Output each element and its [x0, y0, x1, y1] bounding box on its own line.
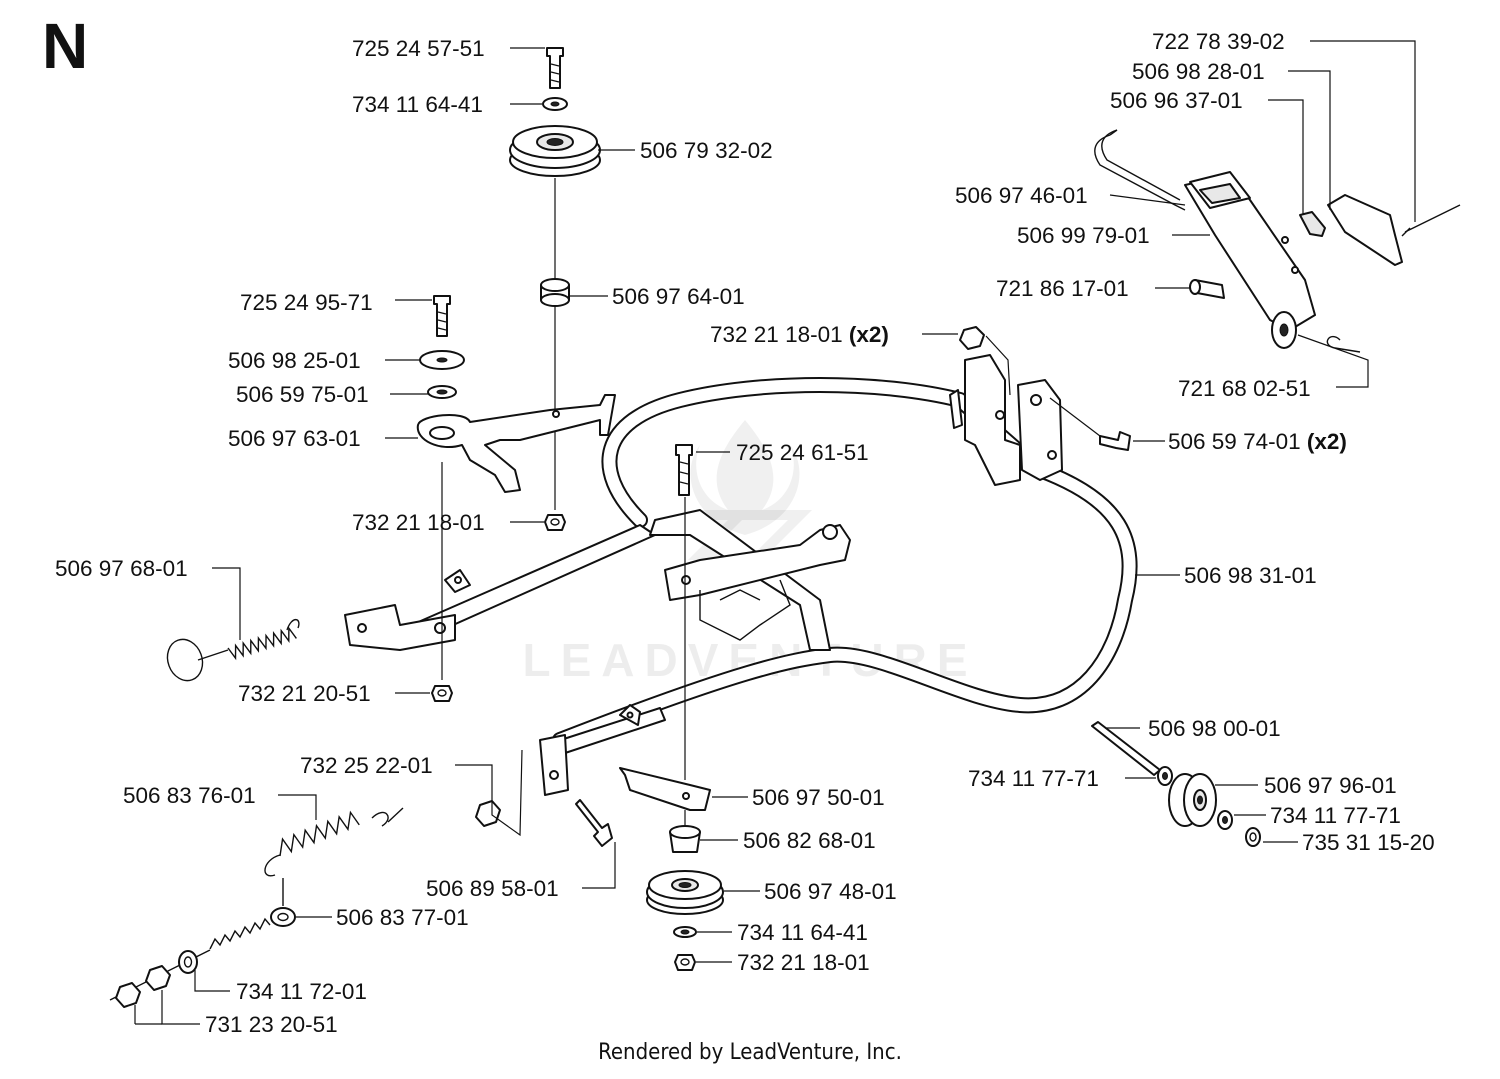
label-part-p2: 734 11 64-41: [352, 92, 483, 117]
label-part-p30: 506 97 46-01: [955, 183, 1088, 208]
footer-credit: Rendered by LeadVenture, Inc.: [598, 1040, 902, 1065]
label-part-p14: 506 83 77-01: [336, 905, 469, 930]
bolt-506-89-58-01: [575, 799, 613, 847]
label-part-p38: 735 31 15-20: [1302, 830, 1435, 855]
label-part-p8: 506 97 63-01: [228, 426, 361, 451]
label-part-p36: 506 97 96-01: [1264, 773, 1397, 798]
label-part-p3: 506 79 32-02: [640, 138, 773, 163]
label-part-p25: 732 21 18-01 (x2): [710, 322, 889, 347]
label-part-p9: 732 21 18-01: [352, 510, 485, 535]
label-part-p24: 506 98 31-01: [1184, 563, 1317, 588]
label-part-p1: 725 24 57-51: [352, 36, 485, 61]
spring-adjuster-assembly: [109, 807, 404, 1008]
label-part-p31: 506 99 79-01: [1017, 223, 1150, 248]
label-part-p34: 506 98 00-01: [1148, 716, 1281, 741]
label-part-p11: 732 21 20-51: [238, 681, 371, 706]
part-labels: 725 24 57-51 734 11 64-41 506 79 32-02 5…: [55, 29, 1435, 1037]
wheel-assembly: [1091, 721, 1261, 847]
pulley-stack-top: [509, 47, 601, 531]
label-part-p10: 506 97 68-01: [55, 556, 188, 581]
watermark-flame-icon: [690, 420, 800, 535]
label-part-p33: 721 68 02-51: [1178, 376, 1311, 401]
frame-tube-assembly: [344, 354, 1138, 796]
nut-732-25-22-01: [475, 800, 501, 827]
label-part-p35: 734 11 77-71: [968, 766, 1099, 791]
label-part-p22: 734 11 64-41: [737, 920, 868, 945]
leader-lines: [134, 40, 1416, 1025]
bolt-506-59-74-01: [1099, 431, 1131, 451]
label-part-p13: 506 83 76-01: [123, 783, 256, 808]
pulley-stack-bottom: [619, 444, 724, 971]
label-part-p18: 725 24 61-51: [736, 440, 869, 465]
label-part-p15: 734 11 72-01: [236, 979, 367, 1004]
label-part-p20: 506 82 68-01: [743, 828, 876, 853]
label-part-p17: 506 89 58-01: [426, 876, 559, 901]
label-part-p32: 721 86 17-01: [996, 276, 1129, 301]
label-part-p27: 722 78 39-02: [1152, 29, 1285, 54]
label-part-p21: 506 97 48-01: [764, 879, 897, 904]
label-part-p29: 506 96 37-01: [1110, 88, 1243, 113]
label-part-p6: 506 98 25-01: [228, 348, 361, 373]
label-part-p5: 725 24 95-71: [240, 290, 373, 315]
fasteners-misc: [475, 326, 1131, 847]
label-part-p23: 732 21 18-01: [737, 950, 870, 975]
nut-732-21-18-01-x2: [959, 326, 985, 350]
label-part-p7: 506 59 75-01: [236, 382, 369, 407]
spring-left: [166, 618, 300, 682]
label-part-p26: 506 59 74-01 (x2): [1168, 429, 1347, 454]
label-part-p4: 506 97 64-01: [612, 284, 745, 309]
label-part-p28: 506 98 28-01: [1132, 59, 1265, 84]
section-letter: N: [42, 10, 89, 82]
label-part-p37: 734 11 77-71: [1270, 803, 1401, 828]
label-part-p12: 732 25 22-01: [300, 753, 433, 778]
label-part-p16: 731 23 20-51: [205, 1012, 338, 1037]
label-part-p19: 506 97 50-01: [752, 785, 885, 810]
idler-bracket-stack: [416, 295, 616, 702]
